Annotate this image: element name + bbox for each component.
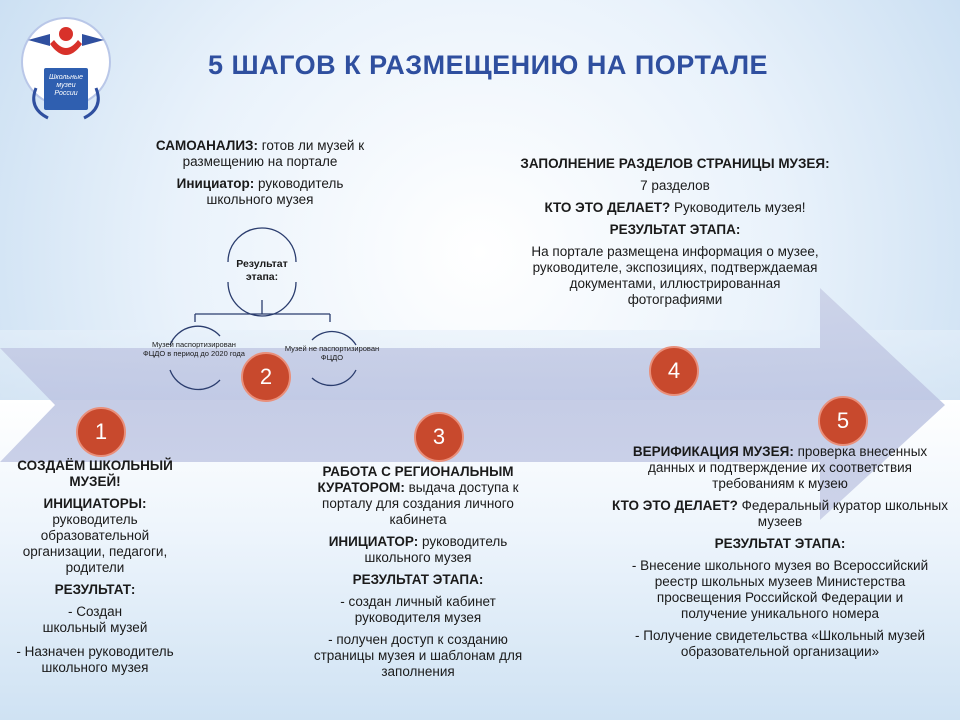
step-3-initiator-label: ИНИЦИАТОР: — [328, 534, 419, 549]
step-5-text: ВЕРИФИКАЦИЯ МУЗЕЯ: проверка внесенных да… — [610, 444, 950, 666]
step-2-circle: 2 — [241, 352, 291, 402]
logo-text: Школьные музеи России — [48, 74, 83, 97]
step-1-result-label: РЕЗУЛЬТАТ: — [54, 582, 136, 597]
step-5-result-label: РЕЗУЛЬТАТ ЭТАПА: — [714, 536, 846, 551]
page-title: 5 ШАГОВ К РАЗМЕЩЕНИЮ НА ПОРТАЛЕ — [208, 50, 769, 80]
step-1-initiator-text: руководитель образовательной организации… — [22, 512, 168, 575]
step-1-initiator-label: ИНИЦИАТОРЫ: — [43, 496, 147, 511]
step-3-initiator-text: руководитель школьного музея — [364, 534, 508, 565]
logo: Школьные музеи России — [14, 10, 118, 128]
step-2-tree-left: Музей паспортизирован ФЦДО в период до 2… — [143, 340, 245, 358]
step-4-result-label: РЕЗУЛЬТАТ ЭТАПА: — [609, 222, 741, 237]
step-3-heading: РАБОТА С РЕГИОНАЛЬНЫМ КУРАТОРОМ: — [317, 464, 514, 495]
step-3-text: РАБОТА С РЕГИОНАЛЬНЫМ КУРАТОРОМ: выдача … — [298, 464, 538, 686]
step-1-result-item-1: - Создан школьный музей — [42, 604, 148, 635]
step-5-who-text: Федеральный куратор школьных музеев — [737, 498, 948, 529]
step-3-circle: 3 — [414, 412, 464, 462]
step-3-heading-text: выдача доступа к порталу для создания ли… — [322, 480, 519, 527]
step-1-result-item-2: - Назначен руководитель школьного музея — [16, 644, 174, 675]
step-5-who-label: КТО ЭТО ДЕЛАЕТ? — [612, 498, 738, 513]
step-5-circle: 5 — [818, 396, 868, 446]
step-1-circle: 1 — [76, 407, 126, 457]
step-2-tree-root: Результат этапа: — [236, 258, 288, 283]
step-5-heading: ВЕРИФИКАЦИЯ МУЗЕЯ: — [632, 444, 794, 459]
step-3-result-item-1: - создан личный кабинет руководителя муз… — [340, 594, 496, 625]
step-4-count: 7 разделов — [640, 178, 710, 193]
step-5-result-item-2: - Получение свидетельства «Школьный музе… — [635, 628, 925, 659]
step-5-heading-text: проверка внесенных данных и подтверждени… — [648, 444, 928, 491]
step-5-result-item-1: - Внесение школьного музея во Всероссийс… — [631, 558, 929, 621]
step-2-heading-text: готов ли музей к размещению на портале — [182, 138, 365, 169]
step-3-result-item-2: - получен доступ к созданию страницы муз… — [313, 632, 523, 679]
step-3-result-label: РЕЗУЛЬТАТ ЭТАПА: — [352, 572, 484, 587]
step-4-who-label: КТО ЭТО ДЕЛАЕТ? — [544, 200, 671, 215]
step-2-heading: САМОАНАЛИЗ: — [155, 138, 258, 153]
step-2-text: САМОАНАЛИЗ: готов ли музей к размещению … — [150, 138, 370, 214]
step-2-initiator-text: руководитель школьного музея — [206, 176, 344, 207]
step-4-heading: ЗАПОЛНЕНИЕ РАЗДЕЛОВ СТРАНИЦЫ МУЗЕЯ: — [520, 156, 830, 171]
step-2-initiator-label: Инициатор: — [176, 176, 255, 191]
step-4-who-text: Руководитель музея! — [670, 200, 806, 215]
step-2-tree-right: Музей не паспортизирован ФЦДО — [284, 344, 380, 362]
step-1-text: СОЗДАЁМ ШКОЛЬНЫЙ МУЗЕЙ! ИНИЦИАТОРЫ: руко… — [10, 458, 180, 682]
step-4-result-text: На портале размещена информация о музее,… — [531, 244, 819, 307]
step-1-heading: СОЗДАЁМ ШКОЛЬНЫЙ МУЗЕЙ! — [17, 458, 173, 489]
step-4-circle: 4 — [649, 346, 699, 396]
step-4-text: ЗАПОЛНЕНИЕ РАЗДЕЛОВ СТРАНИЦЫ МУЗЕЯ: 7 ра… — [512, 156, 838, 314]
